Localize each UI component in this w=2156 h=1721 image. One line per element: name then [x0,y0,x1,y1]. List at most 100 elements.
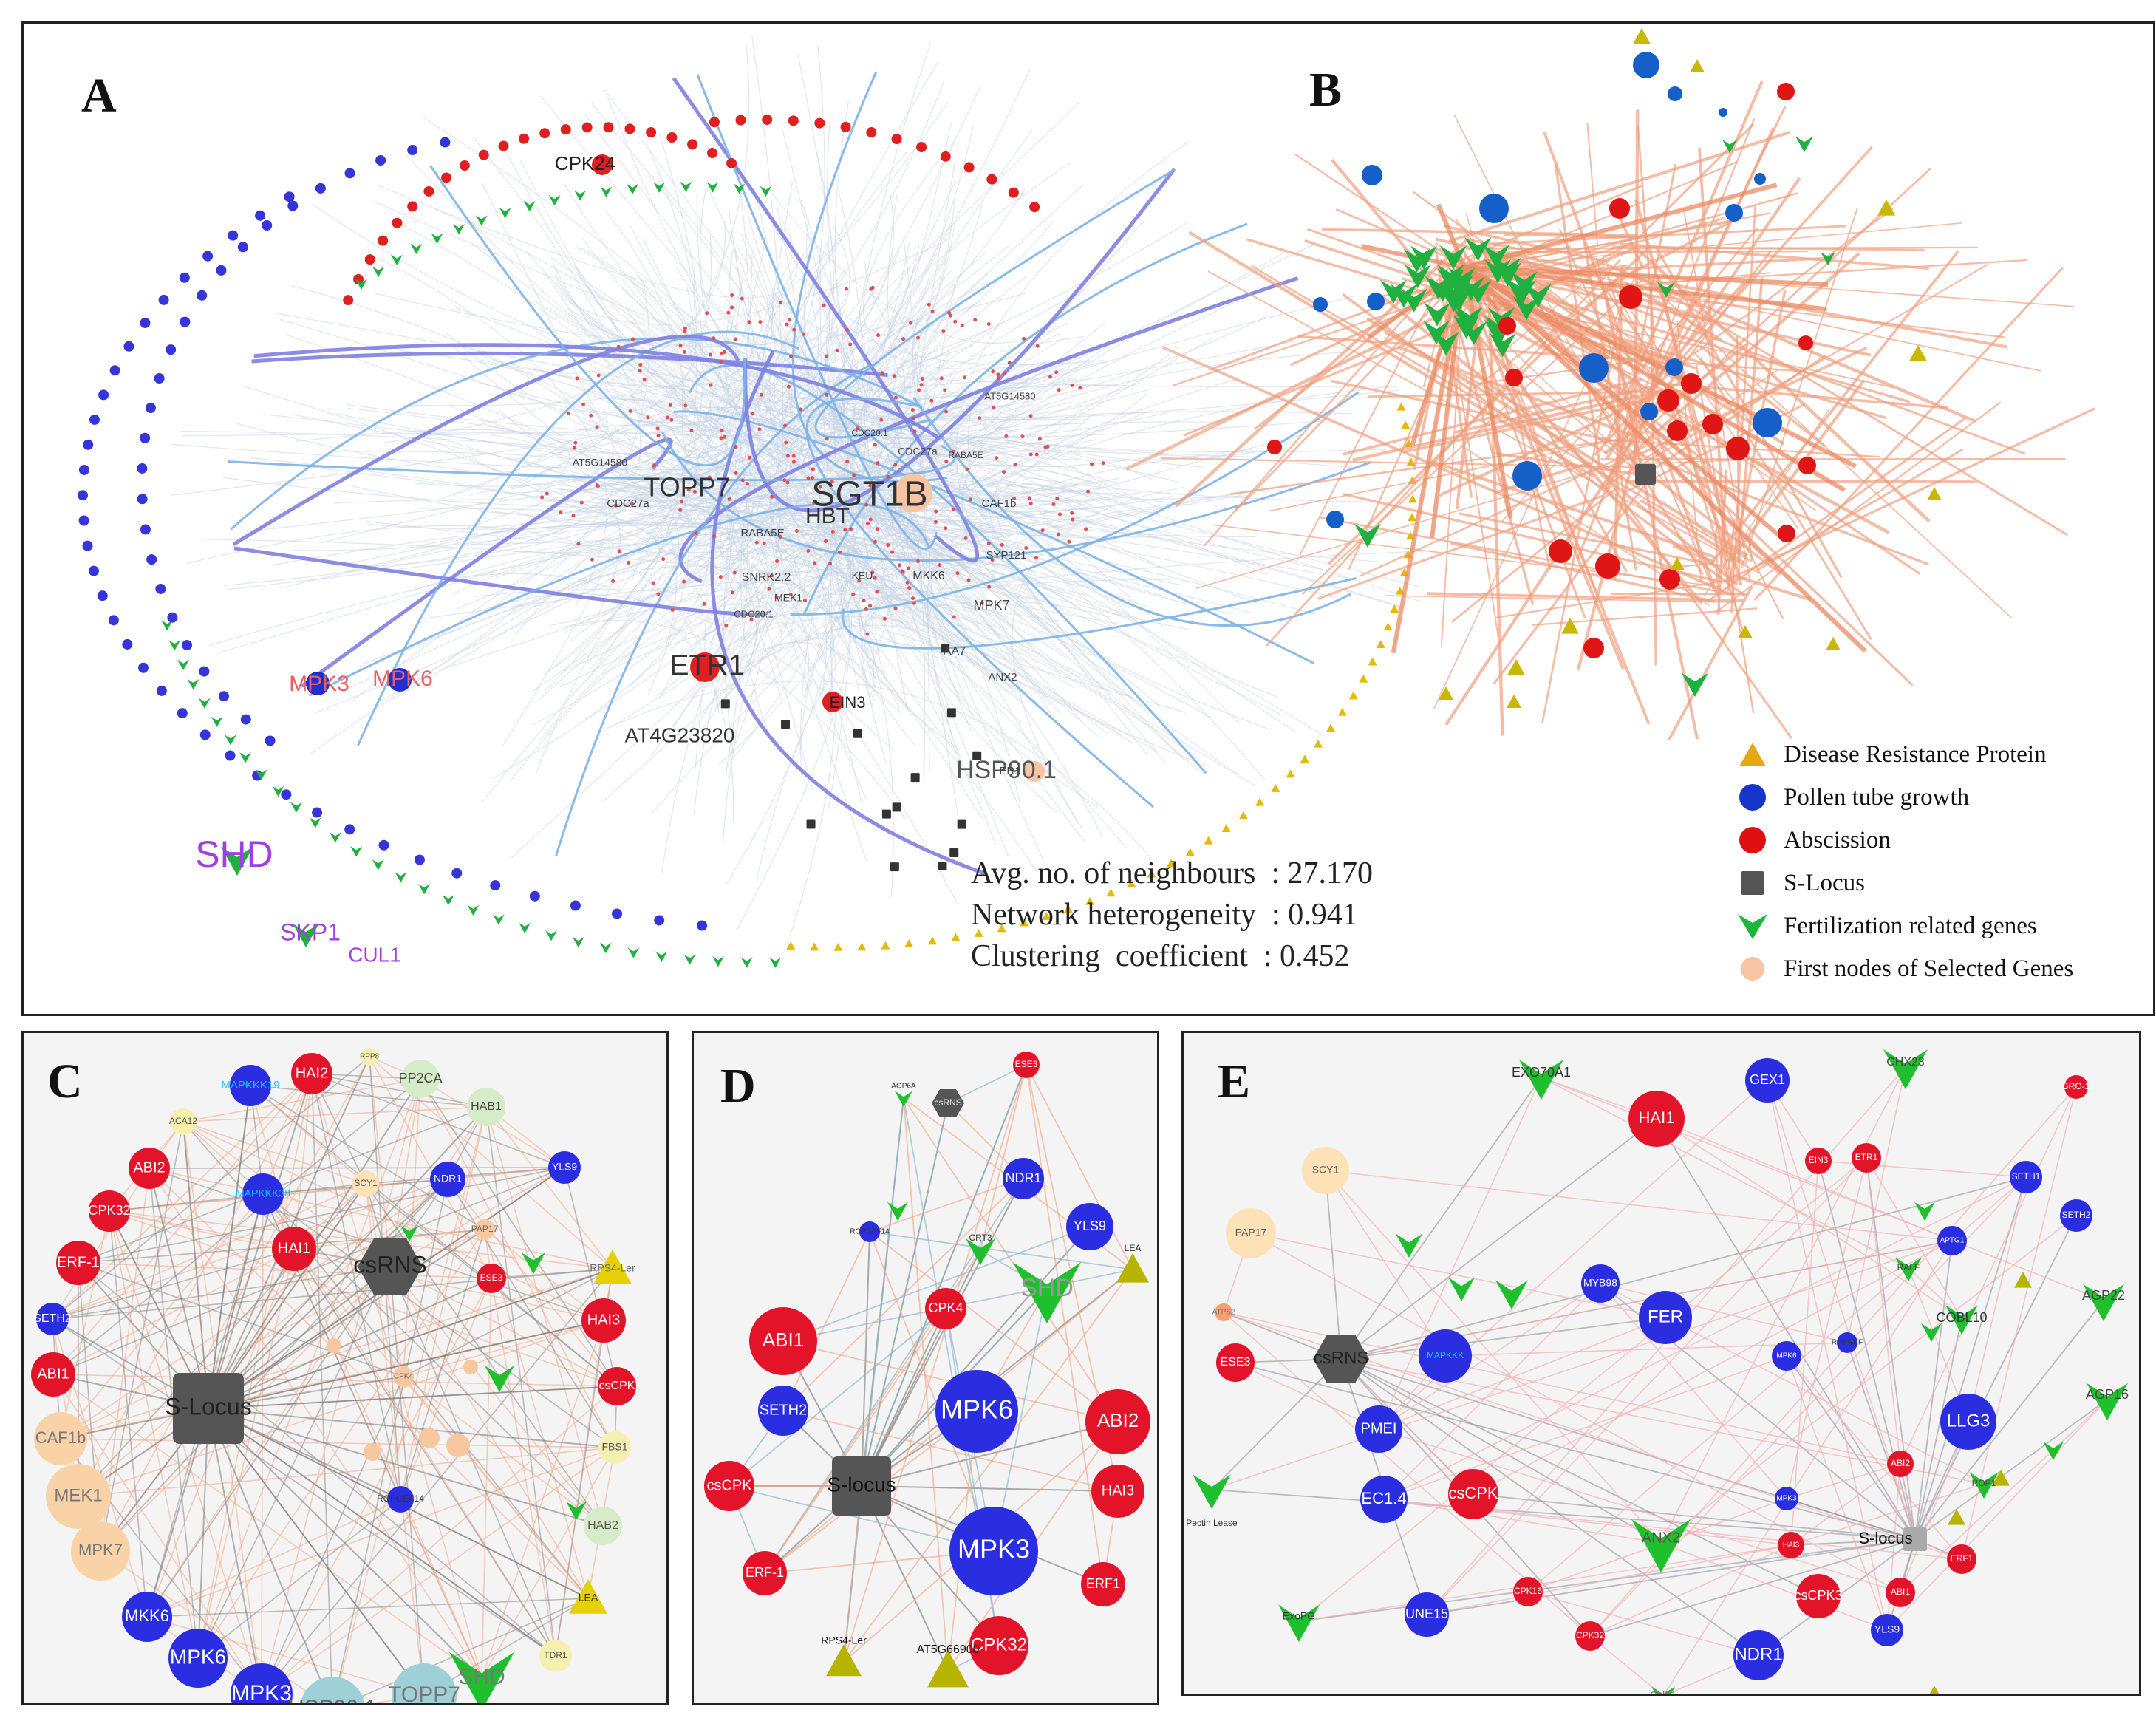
node [375,155,386,166]
node-label: MPK3 [958,1534,1030,1564]
node [109,365,120,376]
node [576,542,581,546]
node-label: S-Locus [165,1393,251,1420]
node [1286,769,1295,778]
node [786,384,791,389]
node [704,1461,754,1511]
node [492,914,505,925]
node [848,342,853,347]
node [709,117,720,128]
node [1000,542,1004,547]
node-label: SHD [458,1665,505,1689]
node [167,612,178,623]
node [1484,259,1512,284]
node [669,418,674,422]
node [1464,237,1492,262]
edge [689,460,928,699]
edge [616,413,997,845]
node [830,529,835,534]
edge [1473,1240,1953,1495]
edge [400,1229,485,1500]
node [986,174,997,185]
node [683,350,687,354]
edge [803,573,875,699]
node [1278,1604,1320,1642]
node [824,539,828,543]
edge [1340,1118,1657,1360]
node-label: LEA [579,1592,598,1604]
node-label: ACA12 [169,1116,197,1126]
node [156,685,167,696]
edge [197,1073,313,1659]
edge [262,1193,615,1448]
node [575,376,579,381]
node [1657,389,1679,412]
legend-item: First nodes of Selected Genes [1732,947,2073,990]
node [179,272,190,283]
edge [1250,1233,1666,1318]
node [1051,502,1056,507]
node [82,540,93,551]
node [566,411,570,415]
node-label: ERF1 [1086,1576,1120,1591]
node [826,1644,862,1677]
node [173,1373,244,1444]
edge [796,494,996,680]
node-label: EC1.4 [1361,1489,1406,1507]
node [431,233,443,245]
edge [1340,1176,2027,1360]
edge [836,450,1153,638]
node [732,570,737,575]
edge [1211,1489,1916,1540]
edge [1383,1499,1662,1544]
node [740,296,744,301]
edge [149,1168,589,1599]
edge [1914,1300,2104,1540]
node [600,186,613,197]
node-label: ROP1 [1972,1478,1996,1488]
edge [208,1408,331,1703]
edge [1908,1267,1962,1319]
edge [668,551,1090,597]
node [788,115,799,126]
node [726,310,731,315]
node-label: SGT1B [811,475,927,514]
node [740,478,745,483]
node [242,1173,284,1215]
node [965,467,969,471]
node-label: NDR1 [434,1173,462,1185]
edge [400,1499,482,1679]
node [548,1151,581,1184]
node [352,1170,379,1197]
node [996,376,1000,381]
node [814,117,825,129]
edge [1866,1157,1962,1319]
edge [251,351,888,378]
edge [550,237,767,671]
node [1004,434,1009,438]
edge [780,534,860,640]
edge [848,526,1037,674]
node [963,162,975,173]
node [1405,1592,1449,1637]
edge [1672,544,1716,564]
node [916,142,927,153]
edge [769,125,974,337]
edge [208,1229,485,1409]
node [1410,245,1438,270]
node [300,1677,365,1703]
node [822,692,843,712]
node [177,659,190,671]
edge [484,1229,589,1599]
legend-item: S-Locus [1732,862,2073,904]
node [1635,464,1656,485]
node [287,200,299,211]
node [792,327,796,332]
node [712,956,725,967]
node [441,172,452,183]
node [1020,434,1025,439]
node [930,309,935,313]
edge [1663,1240,1953,1694]
node-label: YLS9 [1074,1219,1106,1233]
node [180,316,191,327]
